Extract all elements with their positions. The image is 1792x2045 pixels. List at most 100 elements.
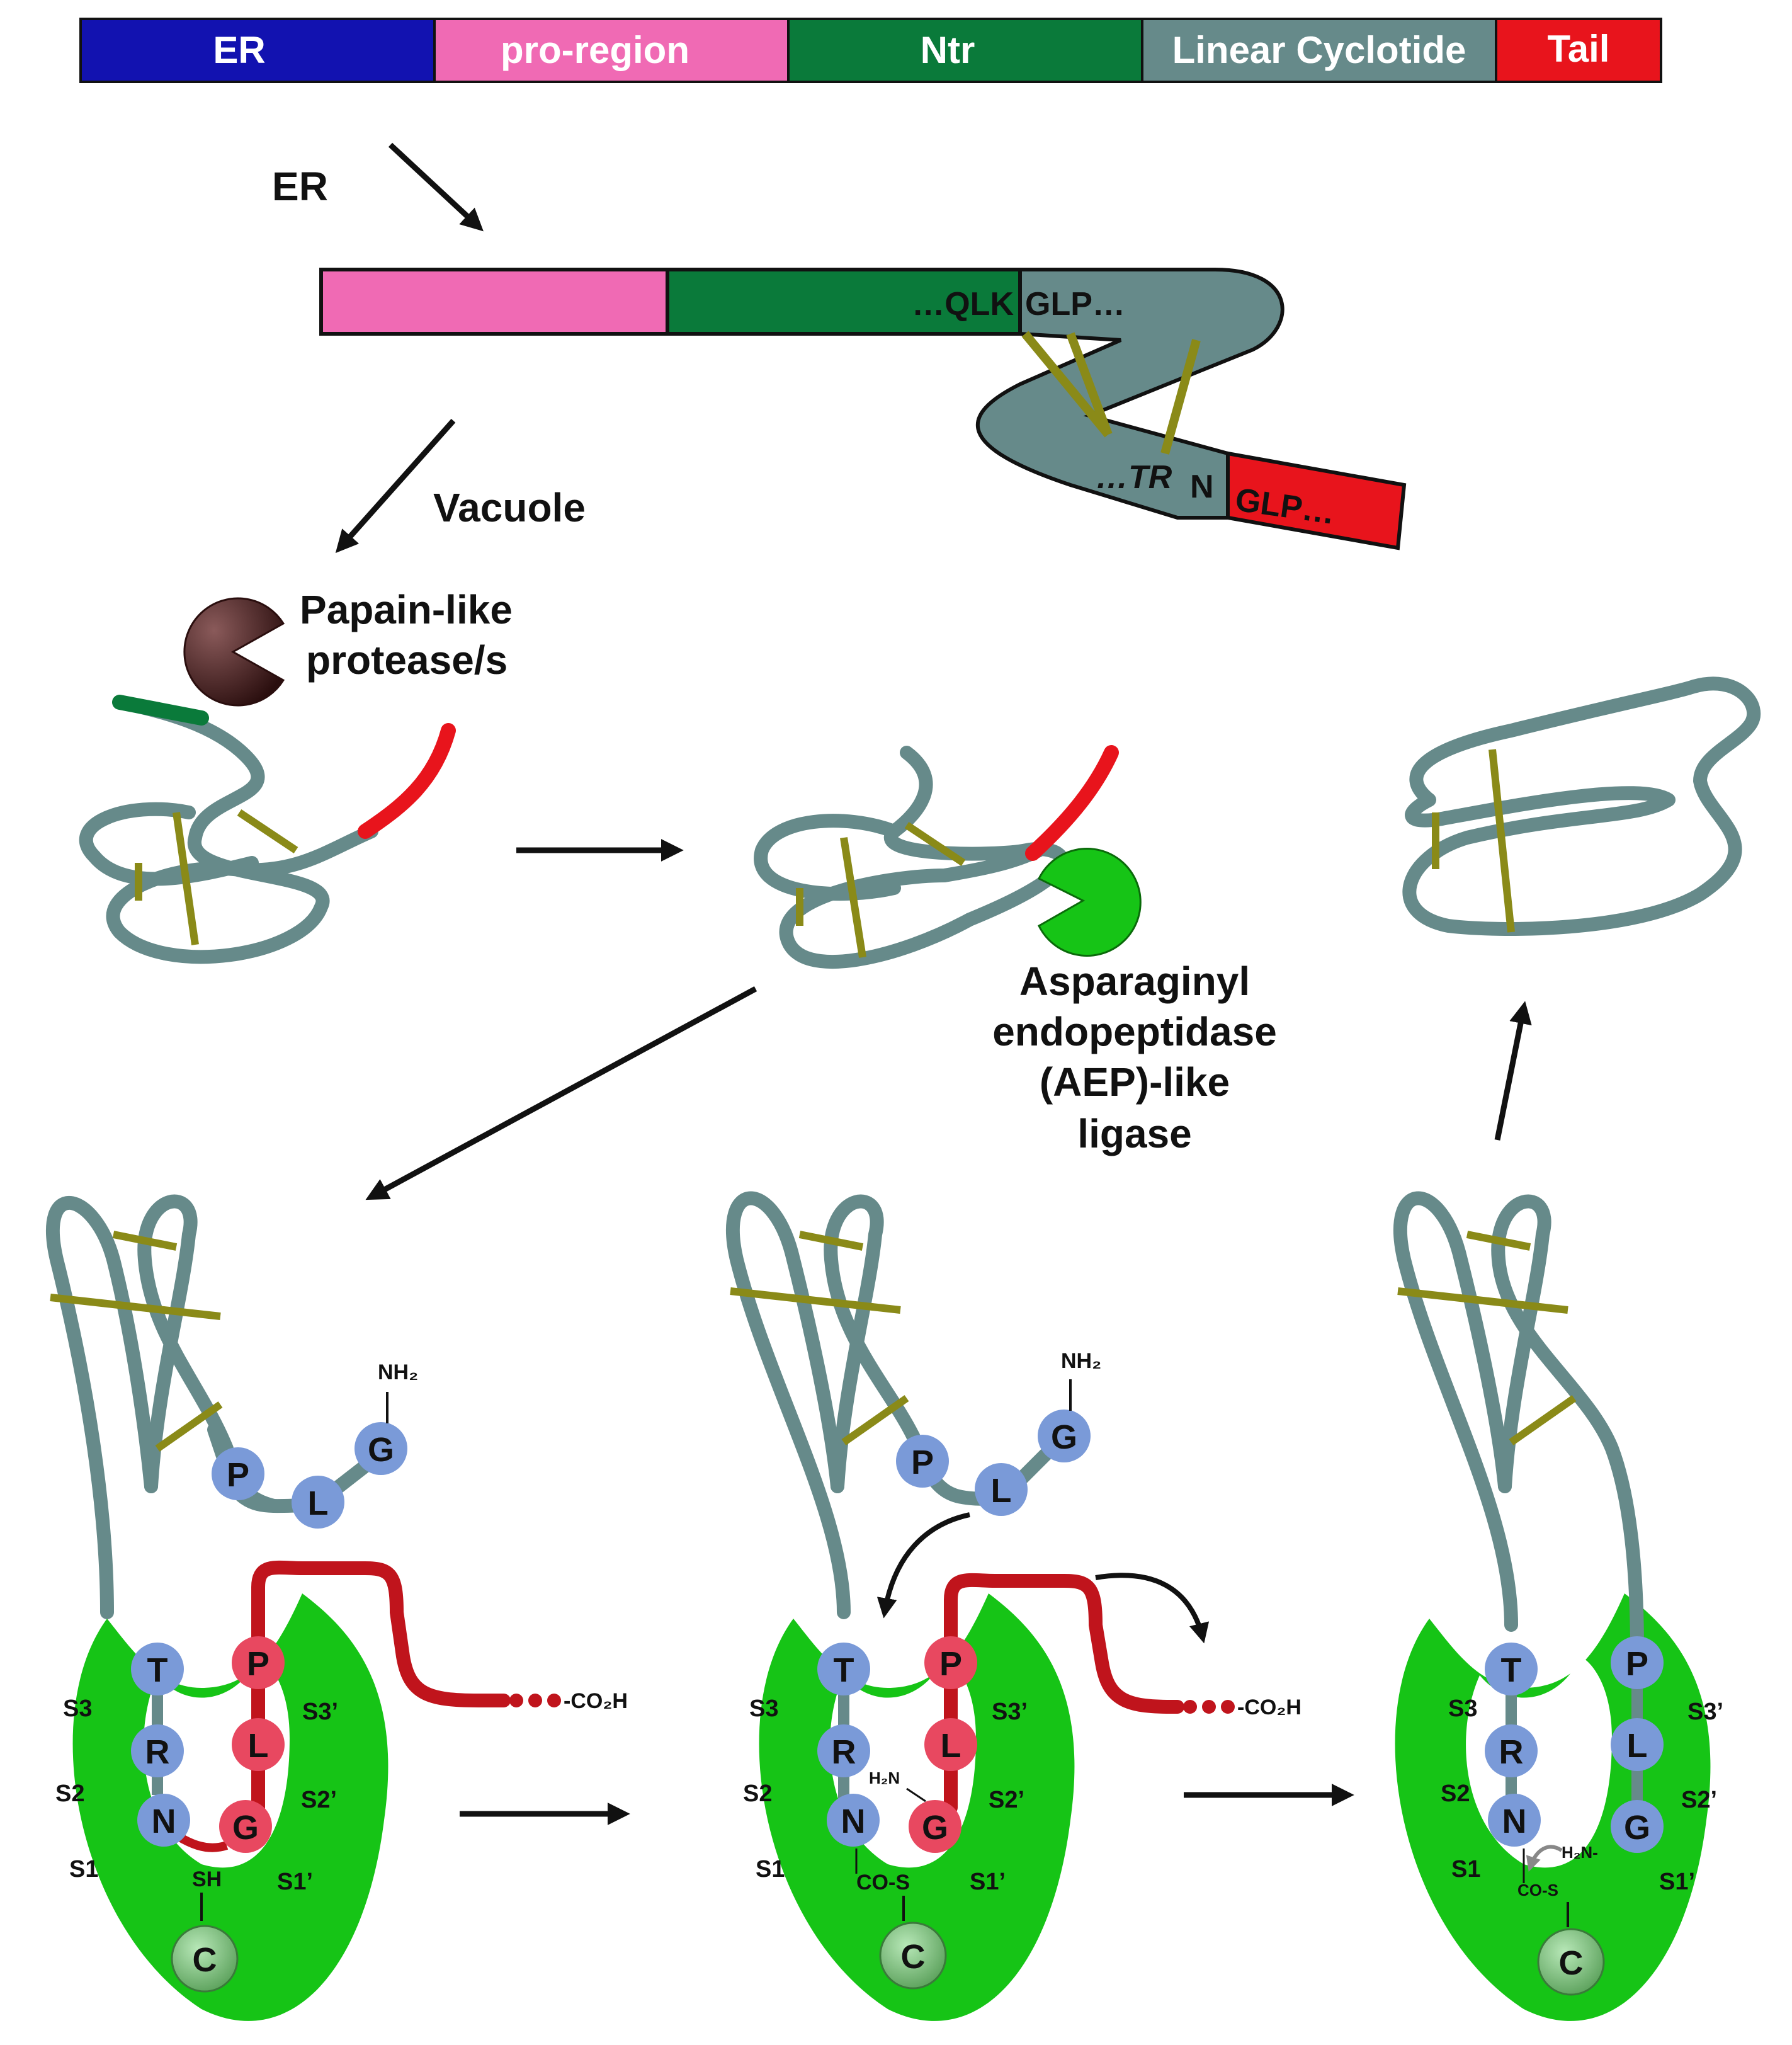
p3-s1p: S1’ xyxy=(1659,1869,1695,1895)
p2-s3p: S3’ xyxy=(992,1699,1028,1725)
svg-text:P: P xyxy=(247,1645,269,1683)
p1-s2p: S2’ xyxy=(301,1787,337,1813)
p2-carboxyl: -CO₂H xyxy=(1237,1695,1301,1719)
label-er-step: ER xyxy=(272,164,328,209)
p1-nterm-g: G xyxy=(354,1422,407,1475)
label-vacuole-step: Vacuole xyxy=(433,485,586,530)
p3-s1: S1 xyxy=(1451,1856,1480,1883)
p2-s2p: S2’ xyxy=(989,1787,1024,1813)
svg-text:P: P xyxy=(911,1444,934,1481)
precursor-tail xyxy=(1226,451,1407,550)
p2-nterm-l: L xyxy=(975,1463,1028,1516)
bar-label-pro-region: pro-region xyxy=(501,29,689,71)
svg-text:G: G xyxy=(1624,1809,1650,1847)
arrow-to-er xyxy=(388,142,484,232)
p1-residue-t: T xyxy=(131,1643,184,1695)
p2-s1p: S1’ xyxy=(970,1869,1006,1895)
aep-ligase-icon xyxy=(1037,848,1142,957)
svg-text:T: T xyxy=(147,1651,168,1689)
p3-residue-t: T xyxy=(1485,1643,1538,1695)
bar-segment-pro-region xyxy=(433,18,790,83)
p1-nterm-p: P xyxy=(212,1447,264,1500)
svg-text:N: N xyxy=(1502,1803,1527,1840)
er-precursor: …QLK GLP… …TR N GLP… xyxy=(319,268,1407,550)
active-site-panel-2: -CO₂H T R N P L G H₂N P L G NH₂ S3 S2 S1… xyxy=(726,1191,1301,2021)
cyclic-cyclotide xyxy=(1402,676,1761,936)
p1-sh: SH xyxy=(192,1867,222,1891)
bar-label-ntr: Ntr xyxy=(921,29,975,71)
svg-text:N: N xyxy=(841,1803,866,1840)
svg-text:R: R xyxy=(1499,1733,1524,1771)
p3-residue-n: N xyxy=(1488,1794,1541,1847)
svg-text:P: P xyxy=(227,1456,249,1494)
p1-residue-n: N xyxy=(137,1794,190,1847)
p2-s3: S3 xyxy=(749,1695,778,1722)
p1-residue-g: G xyxy=(219,1800,272,1853)
p1-nterm-l: L xyxy=(292,1476,344,1529)
precursor-ntr xyxy=(666,268,1022,336)
p2-residue-p: P xyxy=(924,1636,977,1689)
arrow-to-cyclic xyxy=(1494,1001,1532,1141)
cyclotide-with-tail xyxy=(754,745,1119,969)
p1-s2: S2 xyxy=(55,1780,84,1807)
seq-glp-n: GLP… xyxy=(1025,286,1125,322)
svg-text:L: L xyxy=(991,1472,1012,1510)
p2-nh2: NH₂ xyxy=(1061,1349,1101,1373)
p2-residue-l: L xyxy=(924,1718,977,1771)
svg-text:G: G xyxy=(1051,1418,1077,1456)
svg-text:C: C xyxy=(901,1938,926,1976)
p3-s2p: S2’ xyxy=(1681,1787,1717,1813)
p1-residue-l: L xyxy=(232,1718,285,1771)
seq-tr: …TR xyxy=(1096,459,1172,496)
svg-text:C: C xyxy=(1559,1944,1584,1982)
p1-residue-p: P xyxy=(232,1636,285,1689)
svg-text:P: P xyxy=(1626,1645,1648,1683)
p3-s3: S3 xyxy=(1448,1695,1477,1722)
bar-segment-ntr xyxy=(787,18,1143,83)
svg-text:L: L xyxy=(941,1727,961,1765)
label-papain-2: protease/s xyxy=(306,637,508,683)
active-site-panel-1: -CO₂H T R N P L G P L G NH₂ S3 S2 S1 S3’… xyxy=(46,1194,628,2021)
arrow-to-vacuole xyxy=(335,419,456,554)
svg-text:T: T xyxy=(834,1651,854,1689)
label-aep-3: (AEP)-like xyxy=(1040,1059,1230,1105)
p2-thioester: CO-S xyxy=(856,1871,910,1894)
p3-h2n: H₂N- xyxy=(1562,1843,1598,1862)
p1-s3p: S3’ xyxy=(302,1699,338,1725)
precursor-pro-region xyxy=(319,268,669,336)
bar-label-linear-cyclotide: Linear Cyclotide xyxy=(1172,29,1466,71)
p2-residue-g: G xyxy=(909,1800,961,1853)
p2-residue-t: T xyxy=(817,1643,870,1695)
bar-segment-tail xyxy=(1495,18,1662,83)
p3-catalytic-c: C xyxy=(1537,1928,1605,1996)
svg-text:T: T xyxy=(1501,1651,1522,1689)
bar-segment-er xyxy=(79,18,436,83)
precursor-domain-bar: ER pro-region Ntr Linear Cyclotide Tail xyxy=(79,18,1662,83)
p3-residue-l: L xyxy=(1611,1718,1664,1771)
p2-residue-n: N xyxy=(827,1794,880,1847)
active-site-panel-3: T R N P L G H₂N- S3 S2 S1 S3’ S2’ S1’ CO… xyxy=(1393,1191,1723,2021)
p2-residue-r: R xyxy=(817,1724,870,1777)
p2-nterm-g: G xyxy=(1038,1410,1091,1462)
cyclotide-with-ntr-and-tail xyxy=(79,695,456,964)
p3-residue-r: R xyxy=(1485,1724,1538,1777)
p1-carboxyl: -CO₂H xyxy=(564,1689,628,1713)
bar-label-tail: Tail xyxy=(1548,28,1610,70)
svg-text:R: R xyxy=(145,1733,170,1771)
bar-label-er: ER xyxy=(213,29,265,71)
svg-text:P: P xyxy=(939,1645,962,1683)
p3-thioester: CO-S xyxy=(1517,1881,1558,1900)
seq-n-site: N xyxy=(1190,469,1214,505)
p2-nterm-p: P xyxy=(896,1435,949,1488)
p3-residue-g: G xyxy=(1611,1800,1664,1853)
p1-s1p: S1’ xyxy=(277,1869,313,1895)
p2-s2: S2 xyxy=(743,1780,772,1807)
precursor-cyclotide-body xyxy=(975,268,1284,520)
label-aep-4: ligase xyxy=(1077,1111,1191,1156)
label-aep-2: endopeptidase xyxy=(992,1009,1277,1054)
svg-text:G: G xyxy=(368,1431,394,1469)
p3-s2: S2 xyxy=(1441,1780,1470,1807)
papain-protease-icon xyxy=(183,597,285,707)
p1-catalytic-c: C xyxy=(171,1925,239,1993)
